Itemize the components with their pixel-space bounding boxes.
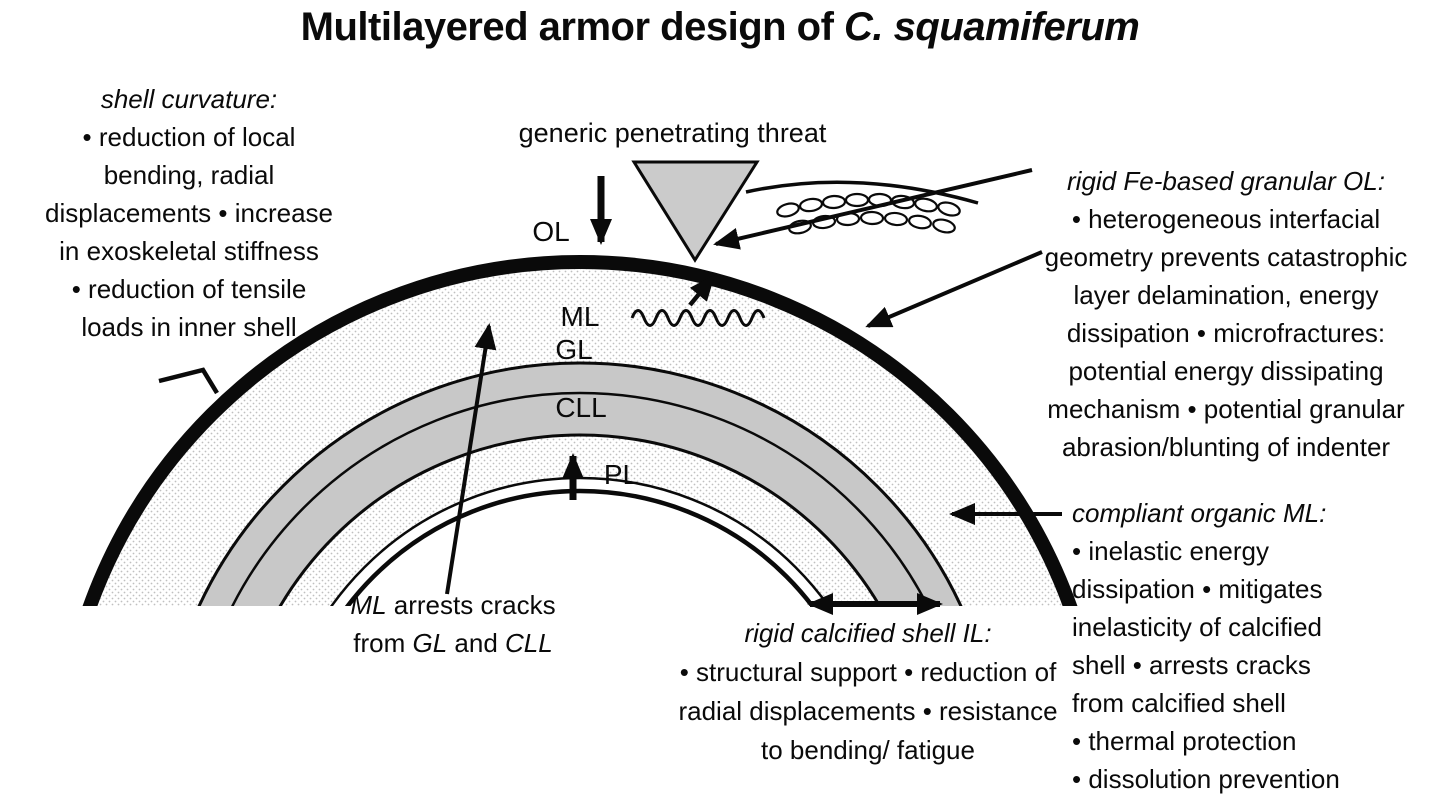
note-shell-curvature-heading: shell curvature: xyxy=(100,84,278,114)
layer-boundary-line-cll-inner xyxy=(278,433,882,606)
note-granular-ol: rigid Fe-based granular OL: • heterogene… xyxy=(1012,162,1440,466)
note-granular-ol-body: • heterogeneous interfacial geometry pre… xyxy=(1044,204,1408,462)
note-ml-arrests-cracks: ML arrests cracks from GL and CLL xyxy=(328,586,578,662)
arrow-ol-note-to-threat xyxy=(713,168,1033,250)
arrow-crack-to-ml xyxy=(445,323,497,595)
threat-triangle-icon xyxy=(631,160,760,263)
note-ml-arrests-line1: ML arrests cracks xyxy=(328,586,578,624)
note-calcified-il: rigid calcified shell IL: • structural s… xyxy=(648,614,1088,770)
layer-label-pl: PL xyxy=(603,459,639,490)
ml-band xyxy=(97,269,1063,606)
ml-italic: ML xyxy=(350,590,387,620)
ml-wavy-line-icon xyxy=(630,309,766,327)
layer-label-ml: ML xyxy=(560,301,600,332)
note-organic-ml-body: • inelastic energy dissipation • mitigat… xyxy=(1072,536,1340,794)
granular-surface-sketch xyxy=(745,180,979,235)
granular-surface-curve xyxy=(745,180,979,205)
title-species: C. squamiferum xyxy=(844,5,1140,49)
arrow-contact-point xyxy=(688,274,715,307)
note-granular-ol-heading: rigid Fe-based granular OL: xyxy=(1067,166,1385,196)
cll-italic: CLL xyxy=(505,628,553,658)
layer-boundary-line-gl-cll xyxy=(231,391,929,606)
line2-pre: from xyxy=(353,628,413,658)
layer-boundary-line-gl-outer xyxy=(197,361,963,606)
cll-band xyxy=(232,393,928,606)
layer-label-cll: CLL xyxy=(555,392,607,423)
note-calcified-il-body: • structural support • reduction of radi… xyxy=(678,657,1058,765)
title-text: Multilayered armor design of xyxy=(300,5,845,49)
curvature-angle-mark xyxy=(158,367,219,395)
note-calcified-il-heading: rigid calcified shell IL: xyxy=(744,618,992,648)
gl-italic: GL xyxy=(412,628,448,658)
layer-label-ol: OL xyxy=(532,216,570,247)
gl-band xyxy=(199,363,961,606)
threat-label: generic penetrating threat xyxy=(518,118,827,148)
arrow-ol-note-to-shell xyxy=(865,250,1043,328)
inner-edge-line xyxy=(345,488,815,606)
figure-title: Multilayered armor design of C. squamife… xyxy=(0,5,1440,50)
note-ml-arrests-line2: from GL and CLL xyxy=(328,624,578,662)
note-organic-ml-heading: compliant organic ML: xyxy=(1072,498,1327,528)
note-shell-curvature: shell curvature: • reduction of local be… xyxy=(8,80,370,346)
layer-label-gl: GL xyxy=(555,334,593,365)
note-shell-curvature-body: • reduction of local bending, radial dis… xyxy=(44,122,334,342)
line1-rest: arrests cracks xyxy=(386,590,556,620)
line2-mid: and xyxy=(447,628,506,658)
note-organic-ml: compliant organic ML: • inelastic energy… xyxy=(1072,494,1440,798)
granules xyxy=(776,192,961,235)
ol-outer-arc xyxy=(82,255,1078,606)
